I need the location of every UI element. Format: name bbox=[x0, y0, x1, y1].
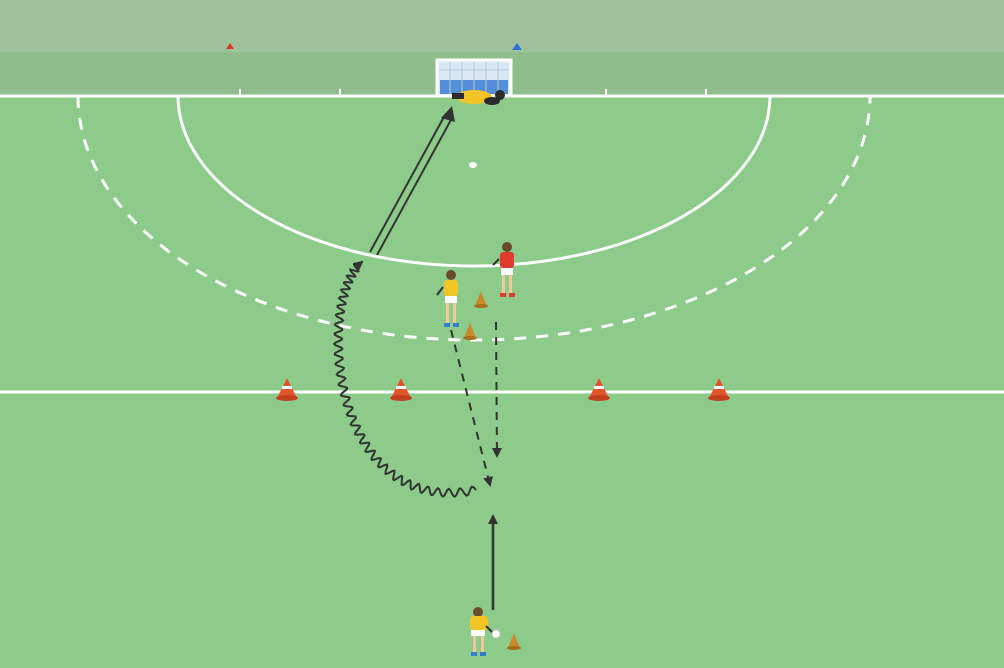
run-arrow bbox=[450, 329, 493, 487]
far-turf-band bbox=[0, 0, 1004, 52]
penalty-spot bbox=[469, 162, 477, 168]
corner-marker-red bbox=[226, 43, 234, 49]
marker-cone bbox=[474, 291, 488, 308]
cone bbox=[276, 378, 298, 401]
defender-player bbox=[492, 242, 515, 297]
ball bbox=[491, 629, 501, 639]
shot-arrow bbox=[369, 106, 455, 256]
goalkeeper-diving bbox=[452, 90, 505, 105]
cone bbox=[390, 378, 412, 401]
cone bbox=[588, 378, 610, 401]
corner-marker-blue bbox=[512, 43, 522, 50]
cones-on-line bbox=[276, 378, 730, 401]
shooting-circle bbox=[176, 95, 772, 268]
dribble-arrow bbox=[332, 260, 477, 498]
marker-cones bbox=[463, 291, 521, 650]
run-arrow bbox=[491, 321, 502, 458]
back-line-ticks bbox=[239, 89, 707, 96]
passing-player bbox=[470, 607, 495, 656]
marker-cone bbox=[507, 633, 521, 650]
marker-cone bbox=[463, 323, 477, 340]
attacker-player bbox=[436, 270, 459, 327]
hockey-goal bbox=[435, 58, 513, 98]
dashed-circle bbox=[76, 95, 872, 342]
cone bbox=[708, 378, 730, 401]
